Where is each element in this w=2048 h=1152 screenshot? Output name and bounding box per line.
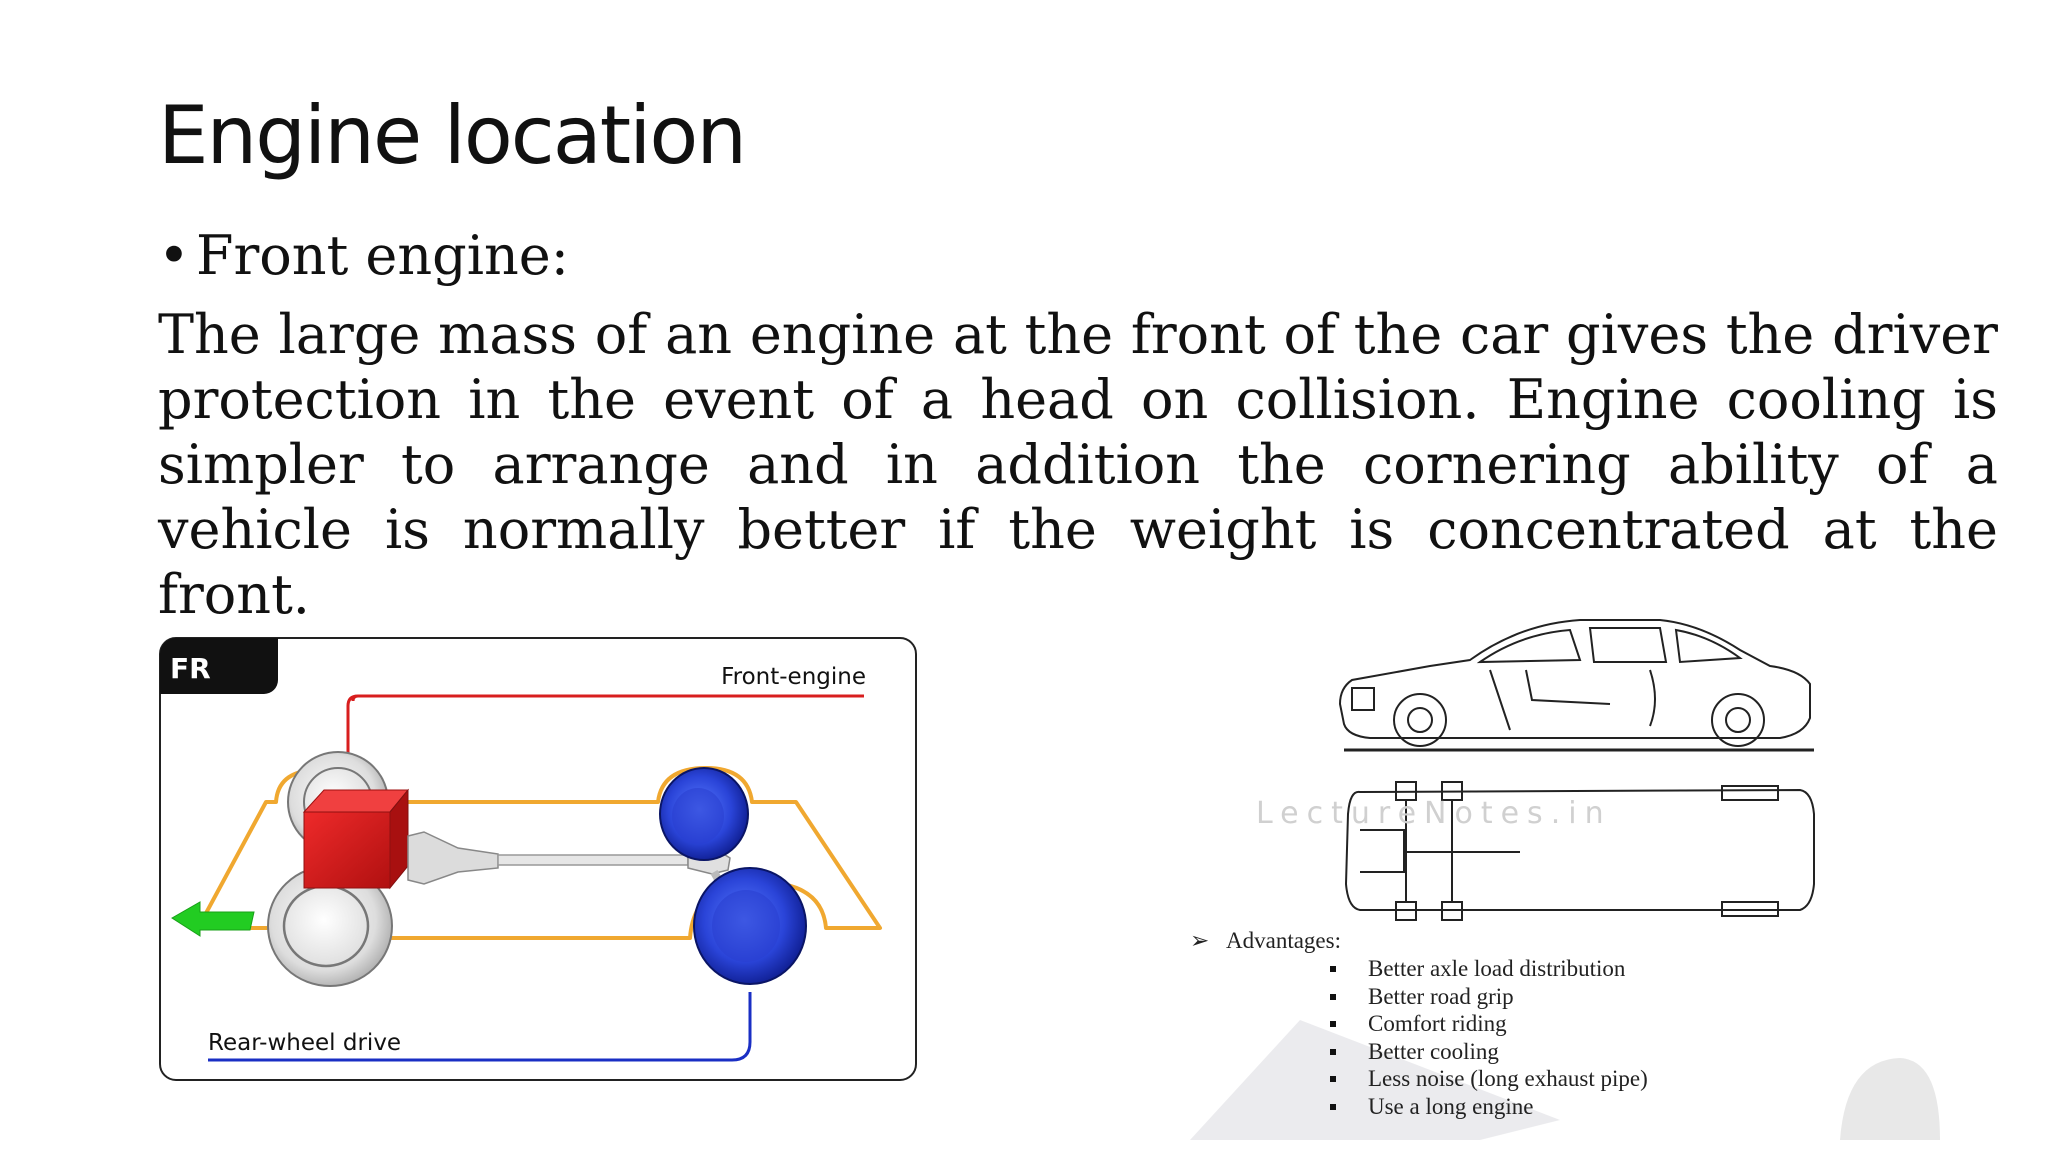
list-item: Less noise (long exhaust pipe) [1330, 1065, 1648, 1093]
list-item: Use a long engine [1330, 1093, 1648, 1121]
body-paragraph: The large mass of an engine at the front… [158, 303, 1998, 626]
front-engine-label: Front-engine [721, 664, 866, 690]
faint-background-shapes [1190, 1020, 1940, 1140]
direction-arrow-icon [171, 901, 255, 937]
propeller-shaft [497, 854, 689, 866]
list-item: Comfort riding [1330, 1010, 1648, 1038]
front-engine-line [346, 694, 864, 806]
watermark-text: LectureNotes.in [1256, 796, 1612, 831]
front-left-wheel [267, 865, 393, 987]
car-layout-figure [1190, 619, 1940, 1140]
list-item: Better road grip [1330, 983, 1648, 1011]
fr-tag: FR [170, 652, 211, 685]
rear-wheel-drive-line [208, 992, 752, 1062]
front-engine-bullet: •Front engine: [158, 224, 569, 289]
arrow-bullet-icon: ➢ [1190, 928, 1210, 953]
rear-left-drive-wheel [693, 867, 807, 985]
list-item: Better axle load distribution [1330, 955, 1648, 983]
engine-block [302, 788, 410, 890]
list-item: Better cooling [1330, 1038, 1648, 1066]
fr-tag-background [160, 638, 278, 694]
rear-right-drive-wheel [659, 767, 749, 861]
bullet-text: Front engine: [196, 224, 569, 287]
fr-drivetrain-diagram: FR Front-engine Rear-wheel drive [159, 637, 917, 1081]
advantages-heading: ➢ Advantages: [1190, 928, 1341, 954]
rear-wheel-drive-label: Rear-wheel drive [208, 1030, 401, 1056]
car-side-view [1338, 619, 1814, 752]
bullet-dot-icon: • [158, 224, 190, 287]
advantages-list: Better axle load distribution Better roa… [1330, 955, 1648, 1120]
advantages-heading-text: Advantages: [1226, 928, 1341, 953]
slide-title: Engine location [158, 89, 747, 182]
car-plan-view [1344, 781, 1815, 921]
gearbox [407, 831, 499, 885]
